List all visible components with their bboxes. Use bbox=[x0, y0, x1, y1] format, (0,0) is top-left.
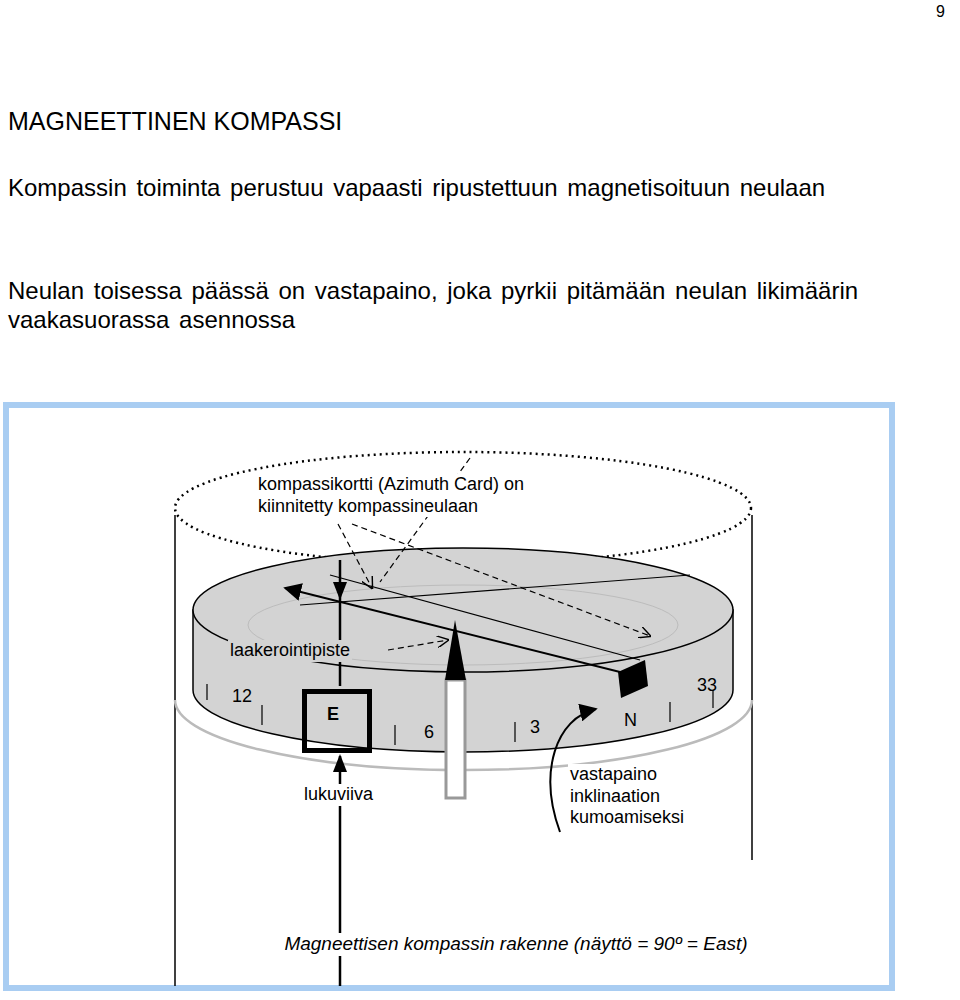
lubber-arrow bbox=[333, 582, 347, 600]
scale-number: 33 bbox=[697, 675, 717, 697]
lubber-line bbox=[339, 560, 342, 686]
scale-number: 3 bbox=[530, 717, 540, 739]
page-heading: MAGNEETTINEN KOMPASSI bbox=[8, 106, 342, 136]
scale-number: 6 bbox=[424, 722, 434, 744]
azimuth-card bbox=[193, 548, 733, 672]
lubber-window: E bbox=[302, 689, 372, 753]
lubber-arrow bbox=[333, 754, 347, 772]
body-text: Kompassin toiminta perustuu vapaasti rip… bbox=[8, 174, 918, 203]
callout-text: lukuviiva bbox=[302, 784, 375, 806]
callout-text: kompassikortti (Azimuth Card) on kiinnit… bbox=[256, 474, 600, 517]
north-pointer bbox=[445, 620, 466, 680]
scale-number: 12 bbox=[232, 686, 252, 708]
counterweight bbox=[618, 660, 648, 698]
scale-letter: N bbox=[624, 710, 637, 732]
pointer-stem bbox=[446, 680, 465, 798]
case-wall bbox=[174, 515, 176, 986]
heading-letter: E bbox=[327, 704, 361, 726]
page-number: 9 bbox=[936, 2, 945, 21]
figure-caption: Magneettisen kompassin rakenne (näyttö =… bbox=[284, 933, 747, 956]
callout-text: vastapaino inklinaation kumoamiseksi bbox=[568, 764, 712, 829]
needle-line bbox=[300, 575, 690, 605]
needle-line bbox=[330, 575, 640, 660]
body-text: Neulan toisessa päässä on vastapaino, jo… bbox=[8, 277, 918, 335]
callout-text: laakerointipiste bbox=[228, 640, 352, 662]
case-top bbox=[175, 452, 751, 564]
figure-frame bbox=[6, 405, 892, 988]
case-wall bbox=[751, 515, 753, 860]
